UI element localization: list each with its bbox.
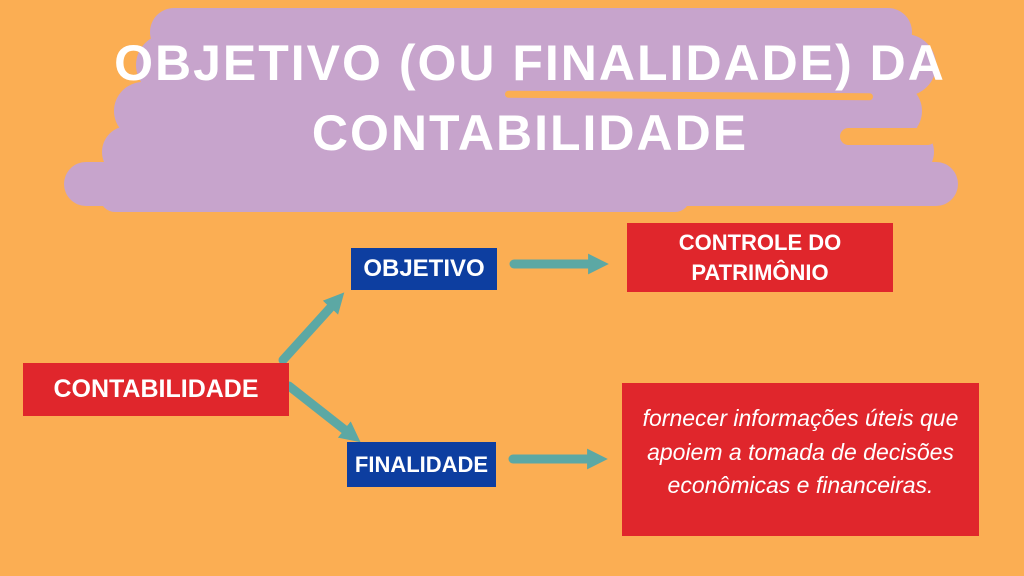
title-line-1: OBJETIVO (OU FINALIDADE) DA — [114, 35, 946, 91]
title-line-2: CONTABILIDADE — [311, 105, 749, 161]
node-finalidade-description: fornecer informações úteis que apoiem a … — [622, 383, 979, 536]
node-contabilidade: CONTABILIDADE — [23, 363, 289, 416]
brush-gap — [840, 128, 936, 145]
node-finalidade: FINALIDADE — [347, 442, 496, 487]
node-controle-do-patrimonio: CONTROLE DO PATRIMÔNIO — [627, 223, 893, 292]
arrow-contabilidade-to-objetivo — [278, 292, 345, 365]
arrow-contabilidade-to-finalidade — [284, 381, 361, 443]
brush-stroke — [100, 182, 690, 212]
page-title: OBJETIVO (OU FINALIDADE) DA CONTABILIDAD… — [40, 28, 1020, 168]
node-objetivo: OBJETIVO — [351, 248, 497, 290]
